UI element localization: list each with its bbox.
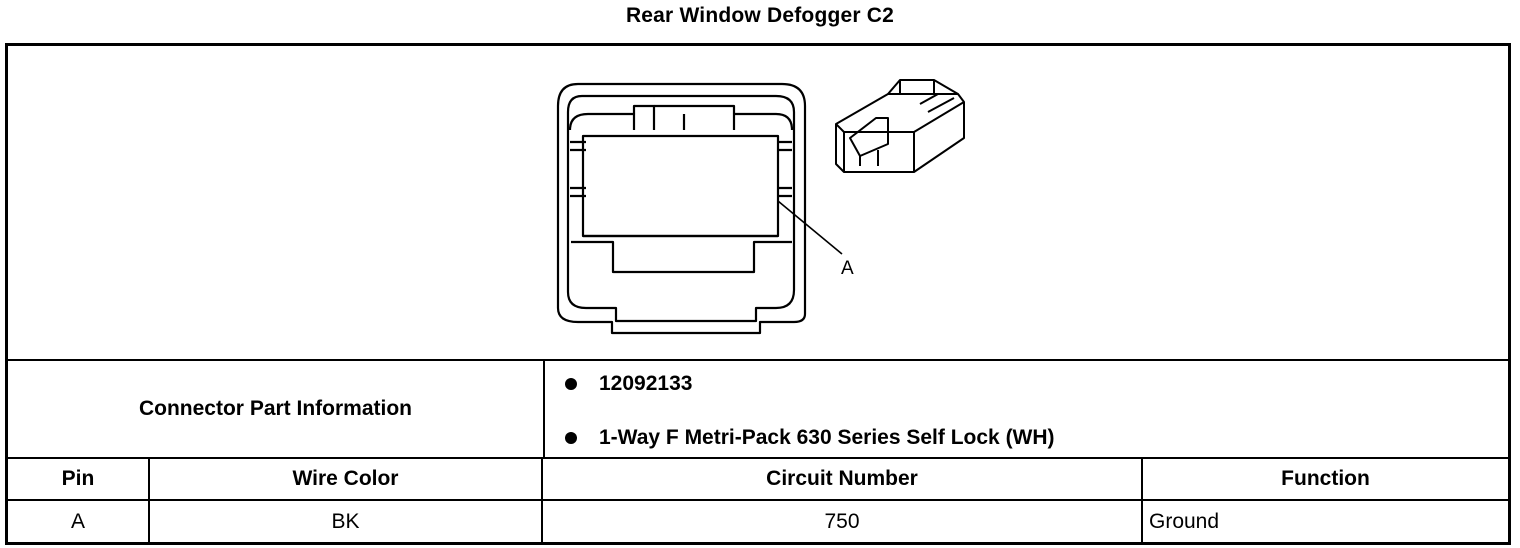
connector-part-info-row: Connector Part Information 12092133 1-Wa…: [8, 361, 1508, 459]
bullet-icon: [565, 378, 577, 390]
list-item: 1-Way F Metri-Pack 630 Series Self Lock …: [565, 426, 1055, 450]
connector-table: A Connector Part Information 12092133: [5, 43, 1511, 545]
table-header-row: Pin Wire Color Circuit Number Function: [8, 459, 1508, 501]
header-circuit-number: Circuit Number: [543, 459, 1143, 499]
header-function: Function: [1281, 467, 1370, 490]
part-number: 12092133: [599, 372, 693, 395]
cell-pin: A: [8, 501, 150, 542]
header-pin: Pin: [8, 459, 150, 499]
cell-function: Ground: [1149, 509, 1220, 533]
cell-circuit-number: 750: [543, 501, 1143, 542]
connector-part-info-label: Connector Part Information: [8, 361, 545, 457]
page-title: Rear Window Defogger C2: [625, 4, 895, 27]
connector-part-info-list: 12092133 1-Way F Metri-Pack 630 Series S…: [545, 361, 1508, 457]
connector-face-drawing: A: [556, 79, 965, 335]
table-row: A BK 750 Ground: [8, 501, 1508, 542]
connector-diagram: A: [8, 46, 1508, 361]
bullet-icon: [565, 432, 577, 444]
pin-a-callout: A: [841, 258, 854, 279]
list-item: 12092133: [565, 372, 692, 396]
connector-description: 1-Way F Metri-Pack 630 Series Self Lock …: [599, 426, 1055, 449]
header-wire-color: Wire Color: [150, 459, 543, 499]
cell-wire-color: BK: [150, 501, 543, 542]
